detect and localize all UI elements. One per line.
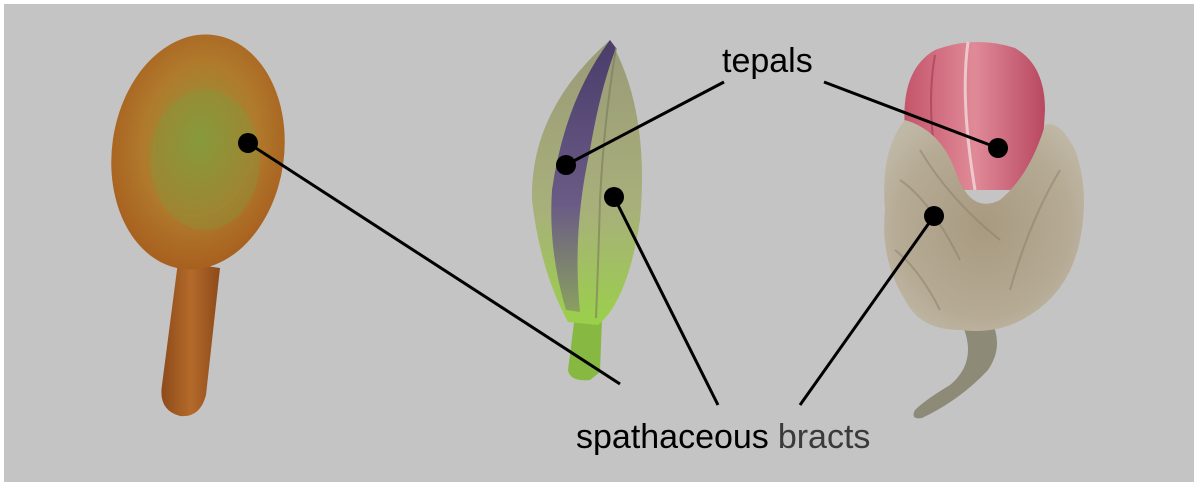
marker-dot-right-bract bbox=[924, 206, 944, 226]
marker-dot-middle-bract bbox=[604, 187, 624, 207]
bracts-label: bracts bbox=[778, 418, 871, 456]
spathaceous-label: spathaceous bbox=[576, 418, 769, 456]
marker-dot-middle-tepal bbox=[556, 155, 576, 175]
marker-dot-left-bract bbox=[238, 133, 258, 153]
tepals-label: tepals bbox=[722, 42, 813, 80]
marker-dot-right-tepal bbox=[988, 138, 1008, 158]
